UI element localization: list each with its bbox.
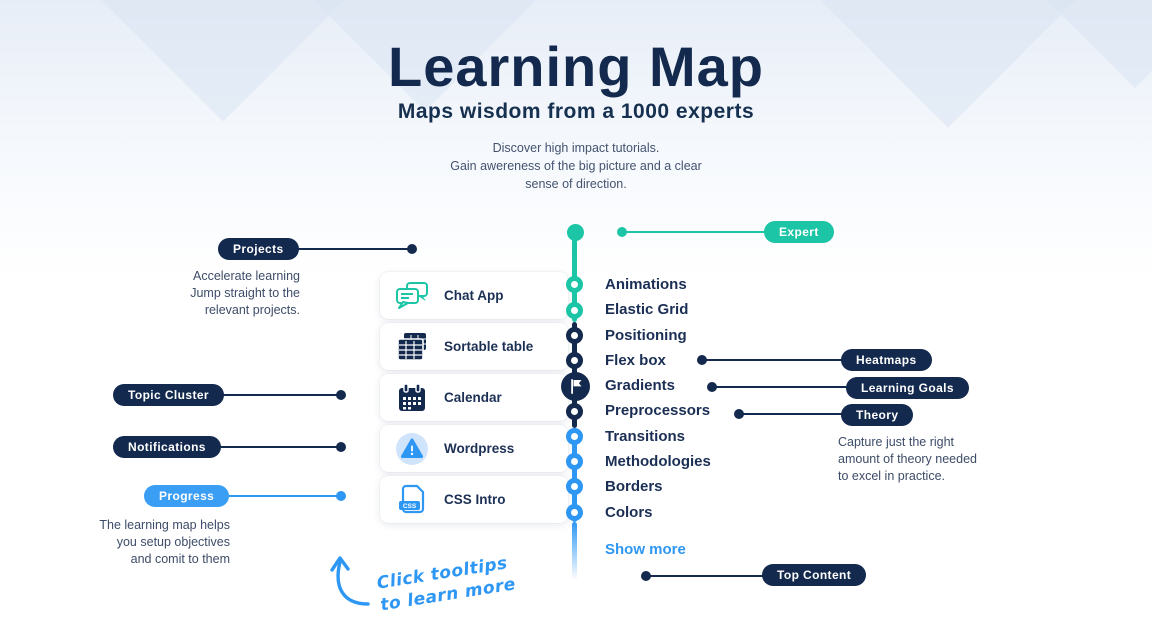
top-content-connector (649, 575, 799, 577)
doodle-arrow-icon (330, 556, 370, 606)
timeline-node-elastic-grid (566, 302, 583, 319)
notifications-connector-dot (336, 442, 346, 452)
topic-preprocessors[interactable]: Preprocessors (605, 402, 711, 419)
top-content-tooltip-pill[interactable]: Top Content (762, 564, 867, 586)
notifications-connector (170, 446, 342, 448)
progress-note: The learning map helps you setup objecti… (99, 518, 230, 566)
doodle-note: Click tooltips to learn more (375, 553, 518, 616)
topic-cluster-connector-dot (336, 390, 346, 400)
progress-tooltip-pill[interactable]: Progress (144, 485, 230, 507)
theory-tooltip-pill[interactable]: Theory (841, 404, 914, 426)
timeline-node-flex-box (566, 352, 583, 369)
heatmaps-tooltip-pill[interactable]: Heatmaps (841, 349, 932, 371)
theory-note: Capture just the right amount of theory … (838, 435, 977, 483)
card-item-label: CSS Intro (444, 492, 506, 507)
expert-connector (622, 231, 782, 233)
topic-transitions[interactable]: Transitions (605, 428, 686, 445)
projects-connector-dot (407, 244, 417, 254)
theory-connector (740, 413, 880, 415)
timeline-node-preprocessors (566, 403, 583, 420)
card-item-sortable-table[interactable]: Sortable table (380, 323, 568, 370)
card-item-chat-app[interactable]: Chat App (380, 272, 568, 319)
timeline-segment-beginner (572, 428, 577, 522)
current-position-flag-marker (561, 372, 590, 401)
timeline-start-dot (567, 224, 584, 241)
progress-connector-dot (336, 491, 346, 501)
theory-connector-dot (734, 409, 744, 419)
projects-note: Accelerate learning Jump straight to the… (190, 269, 300, 317)
timeline-node-colors (566, 504, 583, 521)
expert-tooltip-pill[interactable]: Expert (764, 221, 834, 243)
calendar-icon (394, 381, 430, 415)
timeline-node-methodologies (566, 453, 583, 470)
card-item-css-intro[interactable]: CSS CSS Intro (380, 476, 568, 523)
topic-cluster-connector (170, 394, 342, 396)
heatmaps-connector-dot (697, 355, 707, 365)
page-title: Learning Map (387, 35, 765, 98)
heatmaps-connector (703, 359, 878, 361)
timeline-node-transitions (566, 428, 583, 445)
progress-connector (185, 495, 342, 497)
topic-positioning[interactable]: Positioning (605, 327, 687, 344)
learning-goals-tooltip-pill[interactable]: Learning Goals (846, 377, 969, 399)
chat-icon (394, 279, 430, 313)
expert-connector-dot (617, 227, 627, 237)
projects-tooltip-pill[interactable]: Projects (218, 238, 299, 260)
projects-connector (258, 248, 412, 250)
timeline-segment-fade (572, 522, 577, 580)
topic-gradients[interactable]: Gradients (605, 377, 676, 394)
topic-animations[interactable]: Animations (605, 276, 687, 293)
show-more-link[interactable]: Show more (605, 541, 686, 558)
card-item-calendar[interactable]: Calendar (380, 374, 568, 421)
card-item-label: Sortable table (444, 339, 534, 354)
table-icon (394, 330, 430, 364)
svg-text:CSS: CSS (403, 503, 417, 510)
flag-icon (571, 379, 582, 394)
card-item-label: Chat App (444, 288, 504, 303)
topic-borders[interactable]: Borders (605, 478, 663, 495)
warning-icon (394, 432, 430, 466)
topic-colors[interactable]: Colors (605, 504, 653, 521)
css-file-icon: CSS (394, 483, 430, 517)
notifications-tooltip-pill[interactable]: Notifications (113, 436, 221, 458)
topic-flex-box[interactable]: Flex box (605, 352, 666, 369)
timeline-node-animations (566, 276, 583, 293)
learning-goals-connector-dot (707, 382, 717, 392)
learning-goals-connector (713, 386, 888, 388)
card-item-wordpress[interactable]: Wordpress (380, 425, 568, 472)
page-subtitle: Maps wisdom from a 1000 experts (397, 100, 755, 123)
topic-elastic-grid[interactable]: Elastic Grid (605, 301, 689, 318)
topic-methodologies[interactable]: Methodologies (605, 453, 711, 470)
top-content-connector-dot (641, 571, 651, 581)
topic-cluster-tooltip-pill[interactable]: Topic Cluster (113, 384, 224, 406)
card-item-label: Calendar (444, 390, 502, 405)
timeline-node-borders (566, 478, 583, 495)
timeline-node-positioning (566, 327, 583, 344)
card-item-label: Wordpress (444, 441, 515, 456)
page-description: Discover high impact tutorials. Gain awe… (450, 141, 702, 192)
